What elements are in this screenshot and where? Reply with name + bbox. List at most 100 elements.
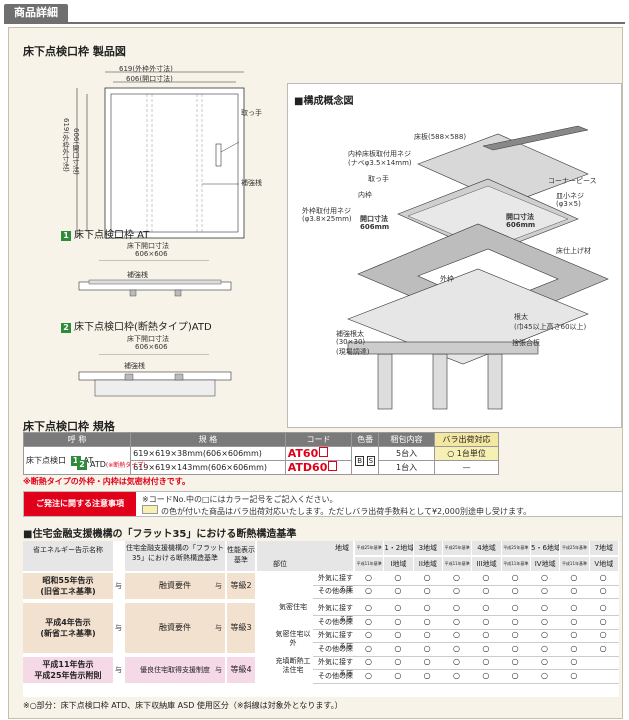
compliance-mark: ○ (365, 617, 372, 626)
concept-label-3: (ナベφ3.5×14mm) (348, 159, 412, 167)
compliance-mark: ○ (453, 603, 460, 612)
concept-label-22: 捨張合板 (512, 339, 540, 347)
compliance-mark: ○ (365, 657, 372, 666)
part-label: その他の床 (318, 618, 353, 626)
flat-table-area: 省エネルギー告示名称 住宅金融支援機構の「フラット35」における断熱構造基準 性… (23, 541, 619, 697)
part-label: その他の床 (318, 587, 353, 595)
compliance-mark: ○ (365, 603, 372, 612)
compliance-mark: ○ (541, 573, 548, 582)
compliance-mark: ○ (482, 644, 490, 653)
row-divider (313, 656, 619, 657)
inner-width-label: 606(開口寸法) (126, 75, 173, 83)
group2-eq: 与 (115, 624, 122, 632)
flat-title: ■住宅金融支援機構の「フラット35」における断熱構造基準 (23, 529, 297, 540)
reinforce-label: 補強桟 (241, 179, 262, 187)
row-divider (313, 585, 619, 586)
compliance-mark: ○ (453, 657, 460, 666)
flat-h-area: 地域 (335, 544, 349, 552)
variant1-size: 606×606 (135, 250, 168, 258)
bara-color-swatch (142, 505, 158, 514)
area-header-cell: 平成25年基準 (560, 541, 590, 555)
spec-head-size: 規 格 (130, 432, 286, 447)
product-title: 床下点検口枠 製品図 (23, 45, 126, 58)
compliance-mark: ○ (453, 617, 460, 626)
compliance-mark: ○ (570, 671, 578, 680)
variant1-reinforce: 補強桟 (127, 271, 148, 279)
flat-h-flat: 住宅金融支援機構の「フラット35」における断熱構造基準 (125, 541, 225, 571)
compliance-mark: ○ (570, 603, 578, 612)
variant2-section (78, 354, 232, 397)
variant2-open-label: 床下開口寸法 (127, 335, 169, 343)
spec-row2-size: 619×619×143mm(606×606mm) (130, 460, 286, 475)
detail-panel: 床下点検口枠 製品図 619(外枠外寸法) 606(開口寸法) 619(外枠外寸… (8, 27, 623, 719)
variant1-open-label: 床下開口寸法 (127, 242, 169, 250)
compliance-mark: ○ (541, 586, 548, 595)
part-label: その他の床 (318, 645, 353, 653)
color-b: B (355, 455, 365, 466)
compliance-mark: ○ (365, 573, 372, 582)
concept-label-9: 外枠取付用ネジ (302, 207, 351, 215)
compliance-mark: ○ (394, 671, 402, 680)
compliance-mark: ○ (482, 657, 490, 666)
area-header-cell: II地域 (413, 557, 443, 571)
row-divider (313, 642, 619, 643)
concept-label-13: 開口寸法 (506, 213, 534, 221)
compliance-mark: ○ (541, 603, 548, 612)
compliance-mark: ○ (423, 657, 431, 666)
compliance-mark: ○ (511, 644, 519, 653)
spec-row2-pack: 1台入 (377, 460, 436, 475)
row-divider (313, 669, 619, 670)
concept-label-12: 606mm (360, 223, 390, 231)
concept-label-10: (φ3.8×25mm) (302, 215, 352, 223)
part-category: 気密住宅以外 (275, 630, 311, 647)
area-header-cell: I地域 (384, 557, 414, 571)
compliance-mark: ○ (423, 617, 431, 626)
spec-row2-type: ATD (90, 460, 106, 469)
group1-eq: 与 (115, 582, 122, 590)
compliance-mark: ○ (423, 586, 431, 595)
compliance-mark: ○ (541, 657, 548, 666)
spec-product-name: 床下点検口 (26, 456, 66, 465)
spec-head-pack: 梱包内容 (377, 432, 436, 447)
compliance-mark: ○ (365, 671, 372, 680)
concept-title: ■構成概念図 (294, 96, 354, 107)
concept-label-16: 外枠 (440, 275, 454, 283)
group2-req: 融資要件 (125, 603, 225, 653)
flat-h-part: 部位 (273, 560, 287, 568)
outer-height-label: 619(外枠外寸法) (62, 118, 70, 172)
row-divider (313, 615, 619, 616)
order-notice: ご発注に関する注意事項 ※コードNo.中の□にはカラー記号をご記入ください。 の… (23, 491, 623, 517)
spec-head-bara: バラ出荷対応 (434, 432, 499, 447)
area-header-cell: 4地域 (472, 541, 502, 555)
concept-label-20: (30×30) (336, 338, 366, 346)
section-tab[interactable]: 商品詳細 (4, 4, 68, 22)
group3-eq: 与 (115, 666, 122, 674)
plan-drawing (76, 71, 245, 239)
concept-label-7: 内枠 (358, 191, 372, 199)
spec-row2-bara: — (434, 460, 499, 475)
compliance-mark: ○ (394, 630, 402, 639)
concept-label-19: 補強根太 (336, 330, 364, 338)
compliance-mark: ○ (423, 671, 431, 680)
compliance-mark: ○ (570, 657, 578, 666)
concept-label-2: 内枠床板取付用ネジ (348, 150, 411, 158)
compliance-mark: ○ (570, 644, 578, 653)
tab-underline (4, 22, 625, 24)
compliance-mark: ○ (570, 573, 578, 582)
spec-head-name: 呼 称 (22, 432, 132, 447)
compliance-mark: ○ (511, 671, 519, 680)
concept-diagram: ■構成概念図 床板(588×588) 内枠床板取付用ネジ (ナベφ3.5×14m… (287, 83, 622, 428)
concept-label-15: 床仕上げ材 (556, 247, 591, 255)
area-header-cell: III地域 (472, 557, 502, 571)
group3-grade: 等級4 (227, 657, 255, 683)
area-header-cell: 平成25年基準 (355, 541, 385, 555)
group2-grade: 等級3 (227, 603, 255, 653)
variant1-badge: 1 (61, 231, 71, 241)
compliance-mark: ○ (453, 573, 460, 582)
spec-row1-badge: 1 (70, 455, 81, 466)
row-divider (313, 629, 619, 630)
spec-row1-size: 619×619×38mm(606×606mm) (130, 446, 286, 461)
